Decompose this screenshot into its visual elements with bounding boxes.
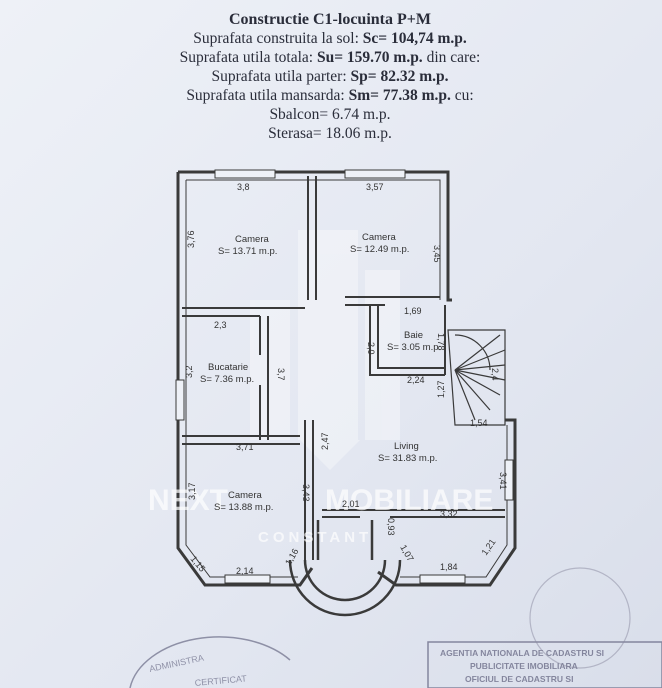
room-camera-3-name: Camera [228, 490, 263, 501]
room-bucatarie-area: S= 7.36 m.p. [200, 374, 254, 385]
room-camera-1-area: S= 13.71 m.p. [218, 246, 277, 257]
dim-label: 3,45 [432, 245, 442, 263]
dim-label: 3,32 [440, 509, 458, 519]
cadastre-stamp: AGENTIA NATIONALA DE CADASTRU SI PUBLICI… [427, 641, 662, 688]
header-line-total-area: Suprafata utila totala: Su= 159.70 m.p. … [179, 49, 481, 66]
dim-label: 2,0 [366, 342, 376, 355]
stamp2-line2: CERTIFICAT [194, 673, 247, 688]
room-baie-name: Baie [404, 330, 423, 341]
watermark-tagline: CONSTANT [258, 529, 372, 546]
header-line-ground-area: Suprafata utila parter: Sp= 82.32 m.p. [211, 68, 449, 85]
stamp1-line2: PUBLICITATE IMOBILIARA [470, 661, 578, 671]
dim-label: 3,71 [236, 442, 254, 452]
watermark-brand-right: MOBILIARE [325, 484, 493, 517]
dim-label: 1,54 [470, 418, 488, 428]
header-line-terrace: Sterasa= 18.06 m.p. [268, 125, 392, 142]
stamp1-line3: OFICIUL DE CADASTRU SI [465, 674, 573, 684]
header-line-built-area: Suprafata construita la sol: Sc= 104,74 … [193, 30, 467, 47]
dim-label: 1,84 [440, 562, 458, 572]
admin-stamp: ADMINISTRA CERTIFICAT [129, 636, 291, 688]
dim-label: 3,43 [301, 484, 311, 502]
room-baie-area: S= 3.05 m.p. [387, 342, 441, 353]
dim-label: 1,69 [404, 306, 422, 316]
dim-label: 3,8 [237, 182, 250, 192]
header-line-attic-area: Suprafata utila mansarda: Sm= 77.38 m.p.… [186, 87, 474, 104]
interior-walls [182, 176, 505, 560]
room-bucatarie-name: Bucatarie [208, 362, 248, 373]
header-line-balcony: Sbalcon= 6.74 m.p. [269, 106, 391, 123]
stamp1-line1: AGENTIA NATIONALA DE CADASTRU SI [440, 648, 604, 658]
header-block: Constructie C1-locuinta P+M Suprafata co… [120, 10, 540, 143]
dim-label: 3,7 [276, 368, 286, 381]
dim-label: 0,93 [386, 518, 396, 536]
room-living-area: S= 31.83 m.p. [378, 453, 437, 464]
dim-label: 2,47 [320, 432, 330, 450]
plan-title: Constructie C1-locuinta P+M [229, 11, 431, 28]
dim-label: 1,27 [436, 380, 446, 398]
dim-label: 1,78 [436, 333, 446, 351]
round-stamp-icon [529, 567, 631, 669]
dim-label: 3,41 [498, 472, 508, 490]
room-living-name: Living [394, 441, 419, 452]
room-camera-2-name: Camera [362, 232, 397, 243]
dim-label: 1,16 [283, 547, 300, 567]
bay-window [288, 520, 402, 617]
dim-label: 3,57 [366, 182, 384, 192]
room-camera-3-area: S= 13.88 m.p. [214, 502, 273, 513]
room-camera-1-name: Camera [235, 234, 270, 245]
outer-walls [176, 170, 517, 587]
dim-label: 2,4 [490, 368, 500, 381]
dim-label: 2,01 [342, 499, 360, 509]
dim-label: 1,21 [479, 537, 497, 557]
stamp2-line1: ADMINISTRA [148, 653, 204, 674]
dim-label: 2,3 [214, 320, 227, 330]
room-camera-2-area: S= 12.49 m.p. [350, 244, 409, 255]
windows [175, 169, 514, 584]
dim-label: 3,2 [184, 365, 194, 378]
dim-label: 2,14 [236, 566, 254, 576]
staircase-icon [447, 329, 506, 426]
dim-label: 3,17 [187, 482, 197, 500]
dim-label: 2,24 [407, 375, 425, 385]
dim-label: 3,76 [186, 230, 196, 248]
watermark-brand-left: NEXT [148, 484, 228, 517]
